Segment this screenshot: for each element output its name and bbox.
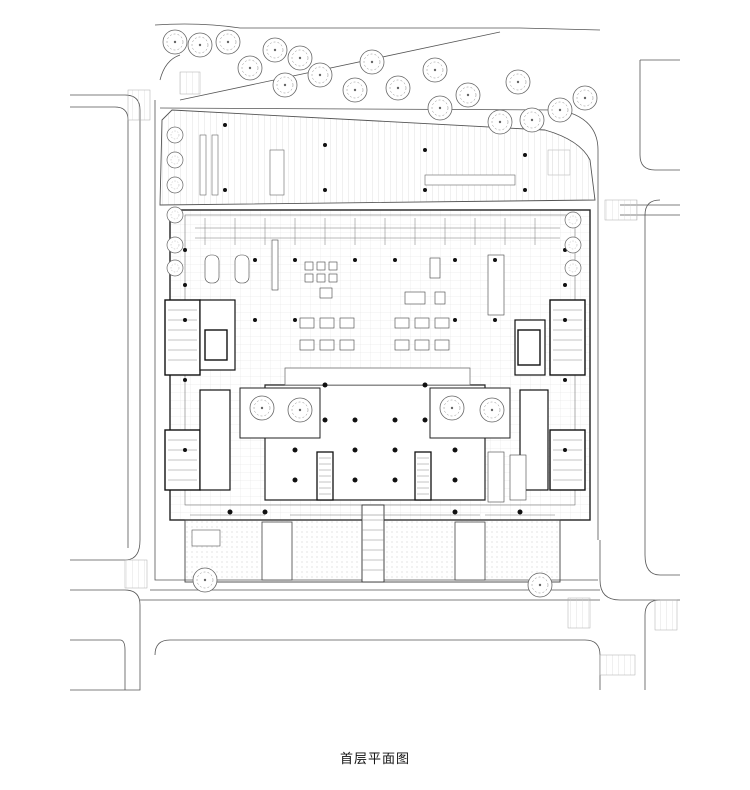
courtyards [239,387,511,439]
seating-rows [190,218,560,516]
furniture [204,239,527,503]
plaza-benches [199,134,516,196]
drawing-caption: 首层平面图 [339,752,410,767]
escalators [316,451,432,501]
structural-columns [183,123,567,515]
service-cores [164,299,586,491]
street-curbs [70,23,680,691]
